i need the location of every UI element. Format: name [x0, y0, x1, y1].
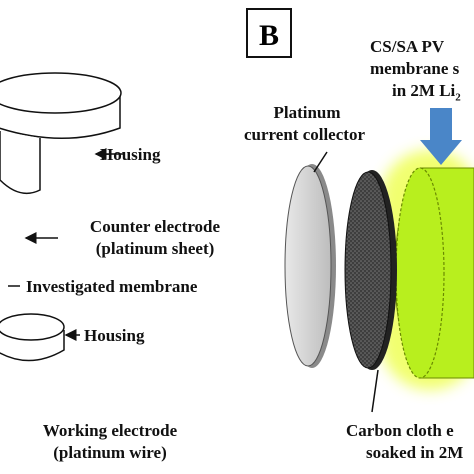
platinum-collector-disk [284, 164, 336, 368]
membrane-down-arrow [420, 108, 462, 165]
working-electrode-label-line1: Working electrode [42, 421, 178, 440]
membrane-description-line3-text: in 2M Li [392, 81, 456, 100]
collector-label-line2: current collector [244, 125, 365, 144]
housing-top-shape [0, 72, 122, 195]
panel-b-frame: B [246, 8, 292, 58]
collector-leader-line [313, 151, 328, 173]
membrane-description-subscript: 2 [455, 91, 461, 104]
counter-electrode-label-line1: Counter electrode [89, 217, 221, 236]
collector-label-line1: Platinum [273, 103, 341, 122]
carbon-cloth-label-line1: Carbon cloth e [346, 421, 454, 440]
housing-bottom-shape [0, 313, 65, 362]
membrane-description-line1: CS/SA PV [370, 37, 445, 56]
membrane-label: Investigated membrane [26, 277, 198, 296]
housing-top-label: Housing [100, 145, 161, 164]
working-electrode-label-line2: (platinum wire) [53, 443, 167, 462]
carbon-cloth-disk [344, 170, 397, 370]
carbon-cloth-label-line2: soaked in 2M [366, 443, 464, 462]
counter-electrode-label-line2: (platinum sheet) [95, 239, 215, 258]
membrane-description-line2: membrane s [370, 59, 460, 78]
panel-b-letter: B [258, 19, 279, 52]
carbon-leader-line [371, 369, 379, 413]
housing-bottom-label: Housing [84, 326, 145, 345]
membrane-description-line3: in 2M Li2 [392, 82, 461, 103]
